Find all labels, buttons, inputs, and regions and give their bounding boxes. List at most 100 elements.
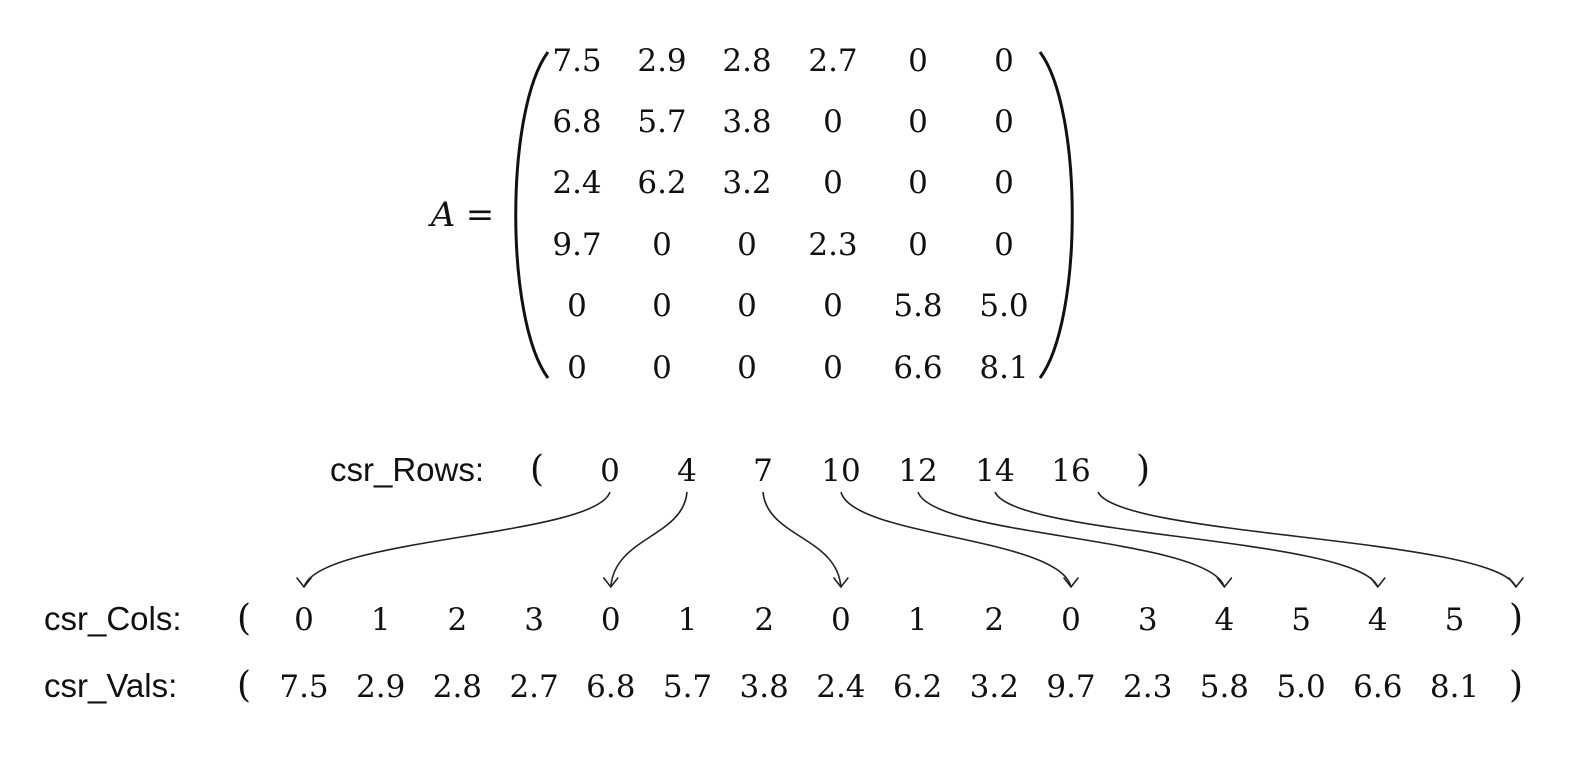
matrix-cell: 0	[652, 288, 672, 324]
matrix-cell: 0	[994, 104, 1014, 140]
csr-cols-value: 3	[524, 602, 544, 638]
csr-vals-value: 2.7	[509, 669, 558, 705]
matrix-cell: 0	[994, 165, 1014, 201]
matrix-cell: 2.9	[637, 43, 686, 79]
csr-vals-value: 2.3	[1123, 669, 1172, 705]
matrix-cell: 0	[908, 43, 928, 79]
csr-cols-value: 0	[1061, 602, 1081, 638]
csr-rows-close-paren: )	[1136, 449, 1150, 490]
csr-vals-value: 5.7	[663, 669, 712, 705]
row-pointer-arrow	[840, 491, 1072, 588]
matrix-cell: 2.3	[808, 227, 857, 263]
matrix-cell: 8.1	[979, 350, 1028, 386]
csr-cols-close-paren: )	[1509, 598, 1523, 639]
matrix-cell: 0	[652, 350, 672, 386]
csr-vals-label: csr_Vals:	[44, 667, 177, 704]
matrix-cell: 2.7	[808, 43, 857, 79]
csr-cols-value: 2	[984, 602, 1004, 638]
csr-cols-value: 1	[908, 602, 928, 638]
matrix-cell: 5.0	[979, 288, 1028, 324]
matrix-cell: 0	[737, 227, 757, 263]
matrix-equals-sign: =	[466, 195, 495, 235]
csr-vals-value: 7.5	[279, 669, 328, 705]
csr-cols-value: 5	[1445, 602, 1465, 638]
csr-cols-open-paren: (	[237, 598, 251, 639]
csr-rows-value: 10	[821, 453, 860, 489]
csr-vals-value: 8.1	[1430, 669, 1479, 705]
matrix-cell: 5.7	[637, 104, 686, 140]
arrowhead	[1508, 577, 1524, 589]
csr-cols-value: 4	[1368, 602, 1388, 638]
matrix-cell: 0	[908, 104, 928, 140]
csr-cols-value: 4	[1215, 602, 1235, 638]
matrix-cell: 0	[567, 350, 587, 386]
csr-cols-value: 3	[1138, 602, 1158, 638]
csr-vals-value: 3.2	[970, 669, 1019, 705]
row-pointer-arrows	[296, 491, 1524, 589]
csr-vals-value: 6.6	[1353, 669, 1402, 705]
csr-vals-value: 2.8	[433, 669, 482, 705]
csr-rows-value: 16	[1051, 453, 1090, 489]
csr-rows-open-paren: (	[530, 449, 544, 490]
csr-rows-value: 7	[753, 453, 773, 489]
matrix-cell: 0	[737, 350, 757, 386]
matrix-cell: 0	[652, 227, 672, 263]
matrix-cell: 0	[823, 165, 843, 201]
matrix-cell: 3.8	[722, 104, 771, 140]
csr-cols-label: csr_Cols:	[44, 600, 182, 637]
csr-cols-value: 0	[831, 602, 851, 638]
row-pointer-arrow	[610, 491, 688, 588]
csr-rows-value: 12	[898, 453, 937, 489]
arrowhead	[603, 577, 619, 589]
matrix-cell: 0	[567, 288, 587, 324]
matrix-cell: 5.8	[893, 288, 942, 324]
matrix-cell: 3.2	[722, 165, 771, 201]
row-pointer-arrow	[762, 491, 842, 588]
csr-vals-value: 6.8	[586, 669, 635, 705]
arrowhead	[1370, 577, 1386, 589]
csr-cols-value: 5	[1291, 602, 1311, 638]
csr-vals-value: 2.4	[816, 669, 865, 705]
csr-cols-value: 1	[678, 602, 698, 638]
matrix-cell: 0	[823, 104, 843, 140]
matrix-name: A	[428, 195, 456, 235]
csr-cols-value: 2	[754, 602, 774, 638]
matrix-left-parenthesis	[514, 51, 550, 379]
matrix-cell: 6.8	[552, 104, 601, 140]
csr-cols-value: 0	[601, 602, 621, 638]
csr-rows-label: csr_Rows:	[330, 451, 484, 488]
matrix-cell: 0	[908, 227, 928, 263]
csr-vals-open-paren: (	[237, 665, 251, 706]
csr-vals-value: 5.8	[1200, 669, 1249, 705]
matrix-right-parenthesis	[1038, 51, 1074, 379]
matrix-cell: 0	[823, 288, 843, 324]
matrix-cell: 9.7	[552, 227, 601, 263]
matrix-cell: 6.6	[893, 350, 942, 386]
row-pointer-arrow	[994, 491, 1379, 588]
matrix-cell: 0	[994, 43, 1014, 79]
csr-cols-value: 1	[371, 602, 391, 638]
csr-cols-value: 2	[448, 602, 468, 638]
matrix-cell: 2.8	[722, 43, 771, 79]
arrowhead	[1216, 577, 1233, 589]
csr-vals-value: 6.2	[893, 669, 942, 705]
arrowhead	[1063, 577, 1079, 589]
matrix-cell: 7.5	[552, 43, 601, 79]
csr-vals-close-paren: )	[1509, 665, 1523, 706]
row-pointer-arrow	[1097, 491, 1517, 588]
csr-vals-value: 3.8	[740, 669, 789, 705]
matrix-cell: 2.4	[552, 165, 601, 201]
csr-rows-value: 14	[975, 453, 1014, 489]
csr-vals-value: 9.7	[1046, 669, 1095, 705]
row-pointer-arrow	[917, 491, 1226, 588]
matrix-cell: 6.2	[637, 165, 686, 201]
arrowhead	[296, 577, 312, 589]
row-pointer-arrow	[303, 491, 611, 588]
csr-rows-value: 4	[677, 453, 697, 489]
matrix-cell: 0	[908, 165, 928, 201]
matrix-cell: 0	[823, 350, 843, 386]
